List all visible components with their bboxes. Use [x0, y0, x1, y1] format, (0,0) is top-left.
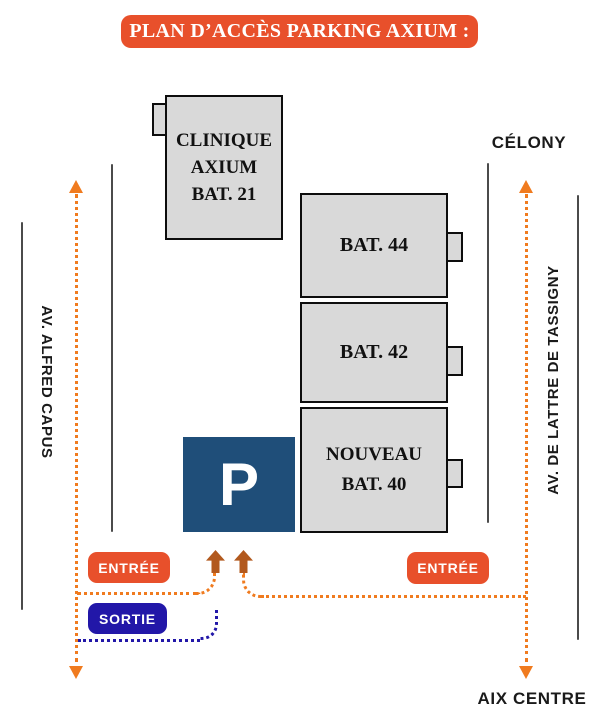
route-exit-horizontal [78, 639, 200, 642]
arrow-up-icon [69, 180, 83, 193]
street-label-lattre-de-tassigny: AV. DE LATTRE DE TASSIGNY [544, 265, 562, 495]
building-clinique-label: CLINIQUE AXIUM BAT. 21 [175, 130, 273, 205]
building-bat44-label: BAT. 44 [339, 234, 409, 256]
road-line-right-outer [577, 195, 579, 640]
route-right-vertical [525, 194, 528, 662]
road-line-right-inner [487, 163, 489, 523]
parking-p-icon: P [218, 451, 260, 518]
parking-square: P [183, 437, 295, 532]
title-banner: PLAN D’ACCÈS PARKING AXIUM : [121, 15, 478, 48]
arrow-down-icon [69, 666, 83, 679]
badge-entree-right-label: ENTRÉE [417, 560, 479, 576]
badge-entree-left: ENTRÉE [88, 552, 170, 583]
badge-entree-right: ENTRÉE [407, 552, 489, 584]
route-exit-curve [200, 609, 218, 640]
entrance-arrow-icon [206, 550, 225, 573]
arrow-up-icon [519, 180, 533, 193]
road-line-left-inner [111, 164, 113, 532]
building-bat40-annex [446, 459, 463, 488]
building-bat44-annex [446, 232, 463, 262]
badge-entree-left-label: ENTRÉE [98, 559, 160, 576]
route-entrance-left-curve [197, 573, 216, 595]
route-entrance-left-horizontal [77, 592, 197, 595]
page-title: PLAN D’ACCÈS PARKING AXIUM : [129, 20, 470, 42]
building-bat42-annex [446, 346, 463, 376]
building-bat40-label: NOUVEAU BAT. 40 [325, 444, 423, 495]
street-label-celony: CÉLONY [491, 133, 567, 152]
route-entrance-right-curve [242, 573, 261, 598]
arrow-down-icon [519, 666, 533, 679]
street-label-alfred-capus: AV. ALFRED CAPUS [38, 305, 56, 459]
building-bat44: BAT. 44 [300, 193, 448, 298]
building-nouveau-bat40: NOUVEAU BAT. 40 [300, 407, 448, 533]
building-clinique-axium-bat21: CLINIQUE AXIUM BAT. 21 [165, 95, 283, 240]
building-bat42: BAT. 42 [300, 302, 448, 403]
badge-sortie: SORTIE [88, 603, 167, 634]
building-bat42-label: BAT. 42 [339, 341, 409, 363]
badge-sortie-label: SORTIE [99, 610, 156, 627]
route-left-vertical [75, 194, 78, 662]
road-line-left-outer [21, 222, 23, 610]
route-entrance-right-horizontal [261, 595, 526, 598]
entrance-arrow-icon [234, 550, 253, 573]
street-label-aix-centre: AIX CENTRE [477, 689, 587, 708]
